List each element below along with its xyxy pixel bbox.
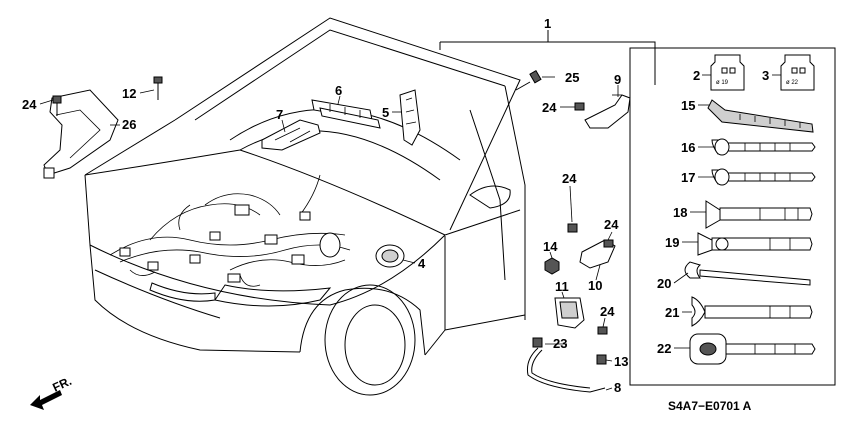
callout-6: 6 (335, 83, 342, 98)
bolt-12 (153, 76, 163, 100)
callout-26: 26 (122, 117, 136, 132)
front-direction-arrow: FR. (30, 374, 74, 410)
bracket-9 (584, 94, 631, 129)
callout-10: 10 (588, 278, 602, 293)
callout-19: 19 (665, 235, 679, 250)
callout-1: 1 (544, 16, 551, 31)
bracket-26 (43, 89, 119, 179)
callout-7: 7 (276, 107, 283, 122)
band-17 (711, 168, 816, 186)
callout-24-left: 24 (22, 97, 37, 112)
nut-14 (544, 257, 560, 275)
callout-24-near-11: 24 (600, 304, 615, 319)
clip-3: ø 22 (780, 54, 815, 91)
band-15 (707, 99, 814, 133)
callout-3: 3 (762, 68, 769, 83)
clip-kit-panel: ø 19 ø 22 (629, 47, 836, 386)
callout-8: 8 (614, 380, 621, 395)
callout-23: 23 (553, 336, 567, 351)
harness-clamp-11 (554, 297, 585, 329)
clip-2: ø 19 (710, 54, 745, 91)
front-label: FR. (50, 374, 73, 395)
callout-11: 11 (555, 279, 569, 294)
bolt-24-mid (567, 223, 578, 233)
callout-16: 16 (681, 140, 695, 155)
band-22 (689, 333, 816, 365)
callout-numbers: 1 2 3 4 5 6 7 8 9 10 11 12 13 14 15 16 1… (22, 16, 769, 395)
harness-cover-7 (261, 119, 321, 151)
diagram-code: S4A7−E0701 A (668, 399, 752, 413)
bolt-24-near-11 (597, 326, 608, 335)
callout-14: 14 (543, 239, 558, 254)
grommet-4 (375, 244, 405, 268)
callout-18: 18 (673, 205, 687, 220)
bolt-24-left (52, 95, 62, 116)
callout-9: 9 (614, 72, 621, 87)
bolt-13 (596, 354, 607, 365)
part-1-bracket (439, 30, 656, 85)
callout-24-near-9: 24 (542, 100, 557, 115)
callout-17: 17 (681, 170, 695, 185)
band-20 (684, 261, 811, 286)
band-21 (691, 296, 813, 327)
ground-cable-23 (527, 337, 606, 393)
engine-wire-harness (109, 174, 351, 287)
bolt-24-near-10 (603, 239, 614, 248)
leader-lines (39, 74, 781, 391)
callout-2: 2 (693, 68, 700, 83)
callout-24-mid: 24 (562, 171, 577, 186)
callout-12: 12 (122, 86, 136, 101)
bolt-25 (515, 69, 542, 91)
clip-2-size: ø 19 (716, 80, 729, 86)
band-18 (705, 200, 813, 229)
callout-5: 5 (382, 105, 389, 120)
callout-22: 22 (657, 341, 671, 356)
car-body-outline (84, 17, 526, 396)
callout-20: 20 (657, 276, 671, 291)
harness-cover-6 (311, 99, 381, 129)
harness-cover-5 (399, 89, 421, 146)
callout-21: 21 (665, 305, 679, 320)
callout-4: 4 (418, 256, 426, 271)
clip-3-size: ø 22 (786, 80, 799, 86)
callout-15: 15 (681, 98, 695, 113)
band-16 (711, 138, 816, 156)
band-19 (697, 232, 813, 256)
callout-13: 13 (614, 354, 628, 369)
callout-24-near-10: 24 (604, 217, 619, 232)
callout-25: 25 (565, 70, 579, 85)
bolt-24-near-9 (574, 102, 585, 111)
